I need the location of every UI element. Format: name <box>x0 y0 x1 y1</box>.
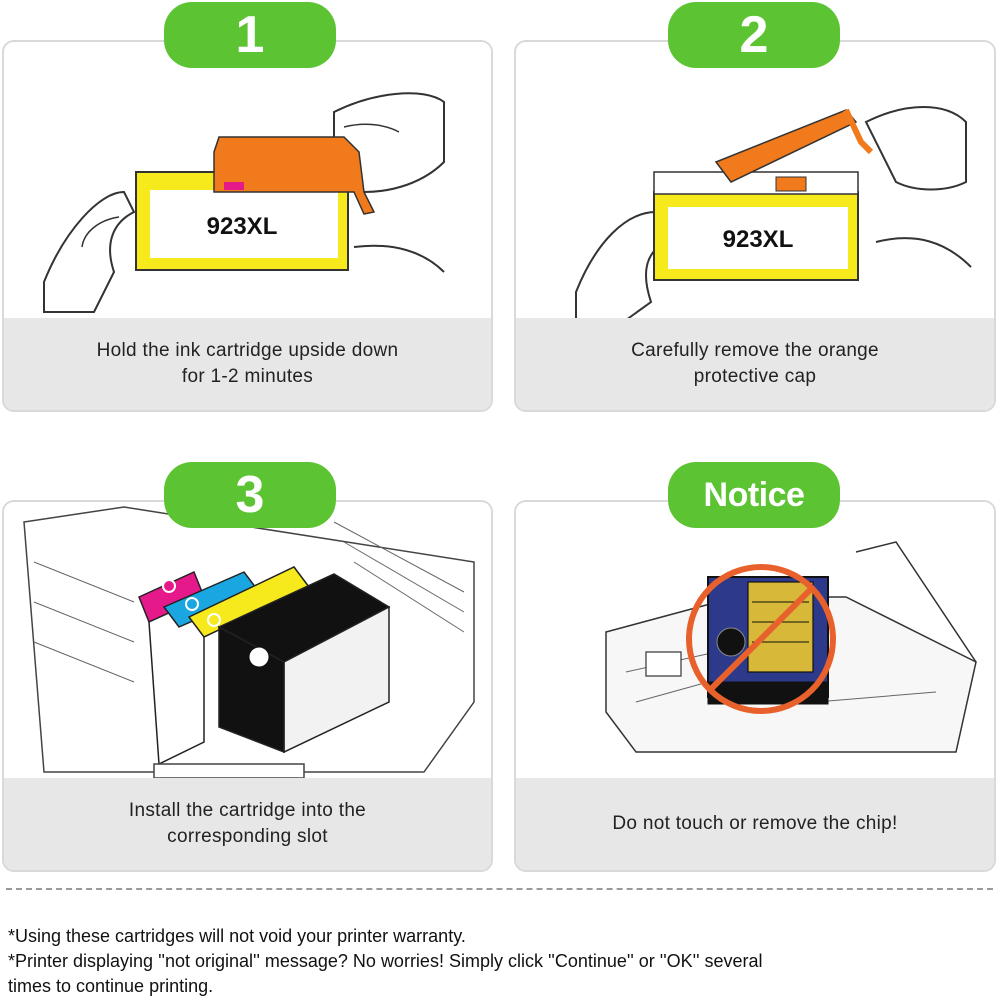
note-line-2: *Printer displaying ''not original'' mes… <box>8 951 763 971</box>
notice-card: Do not touch or remove the chip! <box>514 500 996 872</box>
notice-caption-line-1: Do not touch or remove the chip! <box>612 813 898 834</box>
step-2-badge: 2 <box>668 2 840 68</box>
step-3-caption-line-2: corresponding slot <box>167 826 328 847</box>
notice-illustration <box>516 502 994 780</box>
dashed-divider <box>6 888 993 890</box>
step-1-caption-line-2: for 1-2 minutes <box>181 366 314 387</box>
step-2-caption-line-1: Carefully remove the orange <box>631 340 879 361</box>
step-1-badge: 1 <box>164 2 336 68</box>
notice-badge: Notice <box>668 462 840 528</box>
remove-cap-illustration: 923XL <box>575 106 972 320</box>
step-2-card: 923XL Carefully remove the orange protec… <box>514 40 996 412</box>
step-3-caption-line-1: Install the cartridge into the <box>128 800 367 821</box>
cartridge-label: 923XL <box>207 213 278 240</box>
step-1-illustration: 923XL <box>4 42 491 320</box>
step-1-caption-line-1: Hold the ink cartridge upside down <box>96 340 399 361</box>
warranty-notes: *Using these cartridges will not void yo… <box>8 924 988 999</box>
step-2-caption-line-2: protective cap <box>693 366 817 387</box>
step-2-caption: Carefully remove the orange protective c… <box>516 318 994 410</box>
step-3-card: Install the cartridge into the correspon… <box>2 500 493 872</box>
step-3-caption: Install the cartridge into the correspon… <box>4 778 491 870</box>
cartridge-upside-down-illustration: 923XL <box>43 92 445 313</box>
note-line-3: times to continue printing. <box>8 976 214 996</box>
step-1-card: 923XL Hold the ink cartridge upside down… <box>2 40 493 412</box>
step-3-illustration <box>4 502 491 780</box>
step-3-badge: 3 <box>164 462 336 528</box>
cartridge-label: 923XL <box>723 226 794 253</box>
install-cartridge-illustration <box>23 506 475 779</box>
do-not-touch-chip-illustration <box>605 541 977 753</box>
step-2-illustration: 923XL <box>516 42 994 320</box>
note-line-1: *Using these cartridges will not void yo… <box>8 926 466 946</box>
step-1-caption: Hold the ink cartridge upside down for 1… <box>4 318 491 410</box>
notice-caption: Do not touch or remove the chip! <box>516 778 994 870</box>
